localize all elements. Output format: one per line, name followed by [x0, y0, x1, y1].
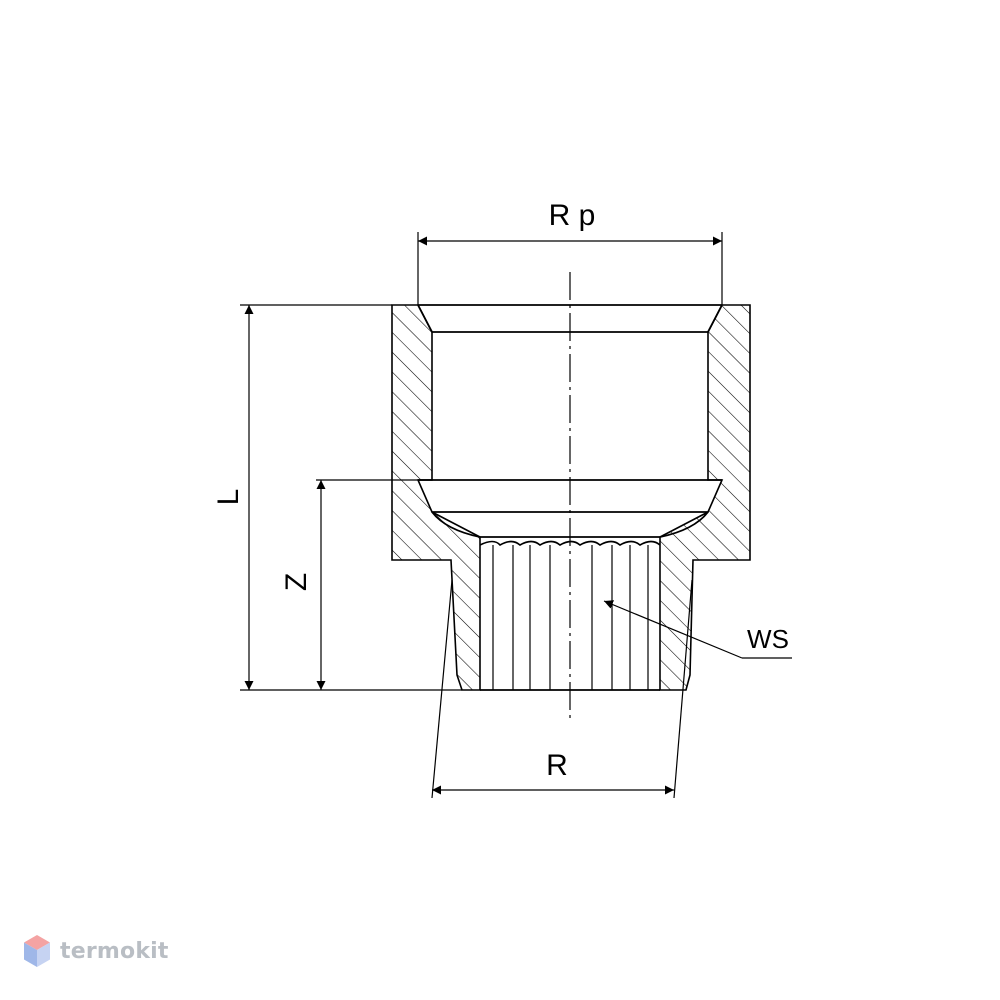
watermark-brand-text: termokit [60, 938, 169, 964]
fitting-left-wall [391, 304, 481, 691]
ws-leader [603, 600, 792, 659]
termokit-logo-icon [24, 935, 50, 967]
fitting-right-wall [659, 304, 751, 691]
label-ws: WS [747, 624, 789, 654]
extension-lines [240, 232, 723, 799]
label-rp: R p [549, 199, 596, 232]
label-l: L [212, 489, 245, 506]
label-r: R [546, 749, 568, 782]
termokit-watermark: termokit [22, 934, 169, 968]
label-z: Z [280, 573, 313, 591]
